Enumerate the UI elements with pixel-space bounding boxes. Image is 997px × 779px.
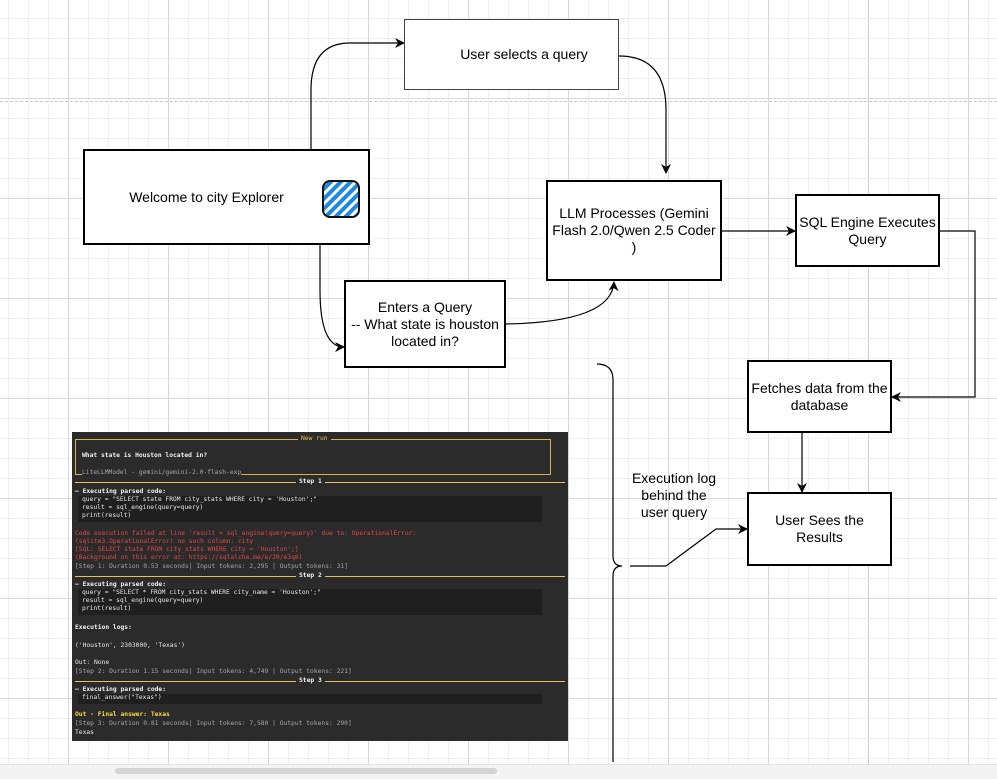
node-results[interactable]: User Sees the Results <box>747 492 892 566</box>
step1-exec-header: — Executing parsed code: <box>75 488 170 495</box>
canvas-guide-horizontal <box>0 101 997 102</box>
execution-log-terminal: New run What state is Houston located in… <box>72 432 568 741</box>
edge-welcome-to-user-selects <box>310 38 405 149</box>
step2-code-line: query = "SELECT * FROM city_stats WHERE … <box>82 589 321 596</box>
execution-log-annotation: Execution log behind the user query <box>631 470 717 520</box>
node-sql-label: SQL Engine Executes Query <box>799 213 936 247</box>
node-fetch[interactable]: Fetches data from the database <box>747 360 892 433</box>
step1-error-line: [SQL: SELECT state FROM city_stats WHERE… <box>75 546 299 553</box>
node-welcome-label: Welcome to city Explorer <box>129 188 284 205</box>
edge-user-selects-to-llm <box>618 55 671 174</box>
out-none: Out: None <box>75 659 110 666</box>
node-fetch-label: Fetches data from the database <box>751 379 888 413</box>
step3-meta: [Step 3: Duration 0.81 seconds| Input to… <box>75 720 352 727</box>
scrollbar-thumb[interactable] <box>115 768 497 774</box>
step2-exec-header: — Executing parsed code: <box>75 581 170 588</box>
node-llm-label: LLM Processes (Gemini Flash 2.0/Qwen 2.5… <box>552 205 716 255</box>
final-answer-line: Out - Final answer: Texas <box>75 711 170 718</box>
step1-error-line: Code execution failed at line 'result = … <box>75 530 417 537</box>
node-welcome[interactable]: Welcome to city Explorer <box>83 149 370 245</box>
edge-sql-to-fetch <box>891 230 976 402</box>
step1-meta: [Step 1: Duration 0.53 seconds| Input to… <box>75 563 348 570</box>
step1-code-line: print(result) <box>82 512 132 519</box>
edge-log-to-results <box>630 524 748 567</box>
step2-label: Step 2 <box>296 572 325 581</box>
step1-code-block <box>78 496 542 522</box>
question-line: What state is Houston located in? <box>82 452 208 459</box>
node-results-label: User Sees the Results <box>775 512 864 545</box>
step2-code-line: result = sql_engine(query=query) <box>82 597 204 604</box>
node-sql[interactable]: SQL Engine Executes Query <box>795 194 940 267</box>
node-enters-query-label: Enters a Query -- What state is houston … <box>351 298 499 349</box>
model-line: LiteLLMModel - gemini/gemini-2.0-flash-e… <box>82 469 242 478</box>
terminal-last-line: Texas <box>75 729 94 736</box>
step1-code-line: query = "SELECT state FROM city_stats WH… <box>82 496 318 503</box>
edge-enters-query-to-llm <box>505 281 619 325</box>
execution-logs-value: ('Houston', 2303000, 'Texas') <box>75 642 185 649</box>
node-user-selects[interactable]: User selects a query <box>404 19 619 90</box>
step3-exec-header: — Executing parsed code: <box>75 686 170 693</box>
step3-code-block <box>78 694 542 704</box>
step3-code-line: final_answer("Texas") <box>82 694 162 701</box>
node-llm[interactable]: LLM Processes (Gemini Flash 2.0/Qwen 2.5… <box>546 180 722 281</box>
node-enters-query[interactable]: Enters a Query -- What state is houston … <box>344 280 506 368</box>
node-user-selects-label: User selects a query <box>460 46 588 62</box>
horizontal-scrollbar[interactable] <box>0 764 997 779</box>
step1-code-line: result = sql_engine(query=query) <box>82 504 204 511</box>
step3-label: Step 3 <box>296 677 325 686</box>
new-run-title: New run <box>298 435 331 444</box>
log-brace <box>596 363 623 762</box>
execution-logs-label: Execution logs: <box>75 624 132 631</box>
step1-error-line: (Background on this error at: https://sq… <box>75 554 303 561</box>
step1-label: Step 1 <box>296 478 325 487</box>
step2-code-line: print(result) <box>82 605 132 612</box>
striped-badge-icon <box>321 179 361 219</box>
step1-error-line: (sqlite3.OperationalError) no such colum… <box>75 538 254 545</box>
step2-code-block <box>78 589 542 615</box>
edge-welcome-to-enters-query <box>319 245 345 352</box>
step2-meta: [Step 2: Duration 1.15 seconds| Input to… <box>75 668 352 675</box>
